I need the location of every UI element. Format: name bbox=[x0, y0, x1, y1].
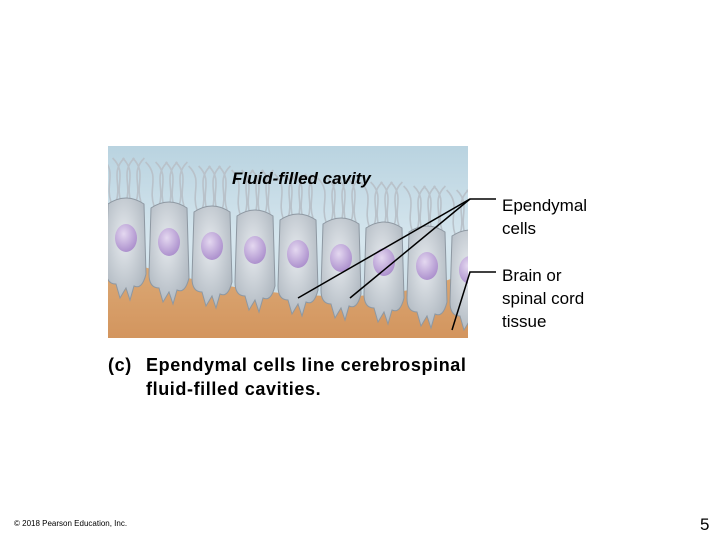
caption-line-2: fluid-filled cavities. bbox=[146, 379, 322, 399]
cell-nucleus bbox=[287, 240, 309, 268]
cilium bbox=[221, 165, 231, 211]
cilium bbox=[108, 163, 112, 203]
cilium bbox=[198, 165, 208, 211]
caption-part-letter: (c) bbox=[108, 355, 132, 375]
cilium bbox=[155, 161, 165, 207]
cilium bbox=[178, 161, 188, 207]
cilium bbox=[287, 173, 297, 219]
cilium bbox=[175, 161, 185, 207]
cilium bbox=[158, 161, 168, 207]
cilium bbox=[274, 173, 284, 219]
cell-nucleus bbox=[244, 236, 266, 264]
cilium bbox=[264, 169, 274, 215]
cell-nucleus bbox=[201, 232, 223, 260]
cilium bbox=[122, 157, 132, 203]
cilium bbox=[284, 173, 294, 219]
cell-nucleus bbox=[330, 244, 352, 272]
figure-caption: (c) Ependymal cells line cerebrospinal fl… bbox=[108, 353, 467, 401]
cilium bbox=[135, 157, 145, 203]
cilium bbox=[201, 165, 211, 211]
cilium bbox=[132, 157, 142, 203]
ependymal-cell bbox=[108, 157, 147, 302]
cilium bbox=[208, 165, 218, 211]
cilium bbox=[218, 165, 228, 211]
cell-nucleus bbox=[115, 224, 137, 252]
cilium bbox=[165, 161, 175, 207]
ependymal-cell bbox=[188, 165, 233, 310]
cell-nucleus bbox=[416, 252, 438, 280]
copyright-notice: © 2018 Pearson Education, Inc. bbox=[14, 519, 128, 528]
ependymal-cell bbox=[145, 161, 190, 306]
cilium bbox=[145, 161, 155, 207]
cilium bbox=[231, 169, 241, 215]
cilium bbox=[244, 169, 254, 215]
ependymal-cells-label: Ependymal cells bbox=[502, 196, 588, 238]
cilium bbox=[115, 157, 125, 203]
fluid-filled-cavity-label: Fluid-filled cavity bbox=[232, 169, 371, 188]
cell-nucleus bbox=[158, 228, 180, 256]
brain-spinal-cord-tissue-label: Brain or spinal cord tissue bbox=[502, 266, 585, 331]
cilium bbox=[251, 169, 261, 215]
cell-nucleus bbox=[373, 248, 395, 276]
cilium bbox=[261, 169, 271, 215]
cilium bbox=[188, 165, 198, 211]
ependymal-cell bbox=[231, 169, 276, 314]
caption-line-1: Ependymal cells line cerebrospinal bbox=[146, 355, 467, 375]
page-number: 5 bbox=[700, 515, 710, 534]
cilium bbox=[112, 157, 122, 203]
cilium bbox=[241, 169, 251, 215]
